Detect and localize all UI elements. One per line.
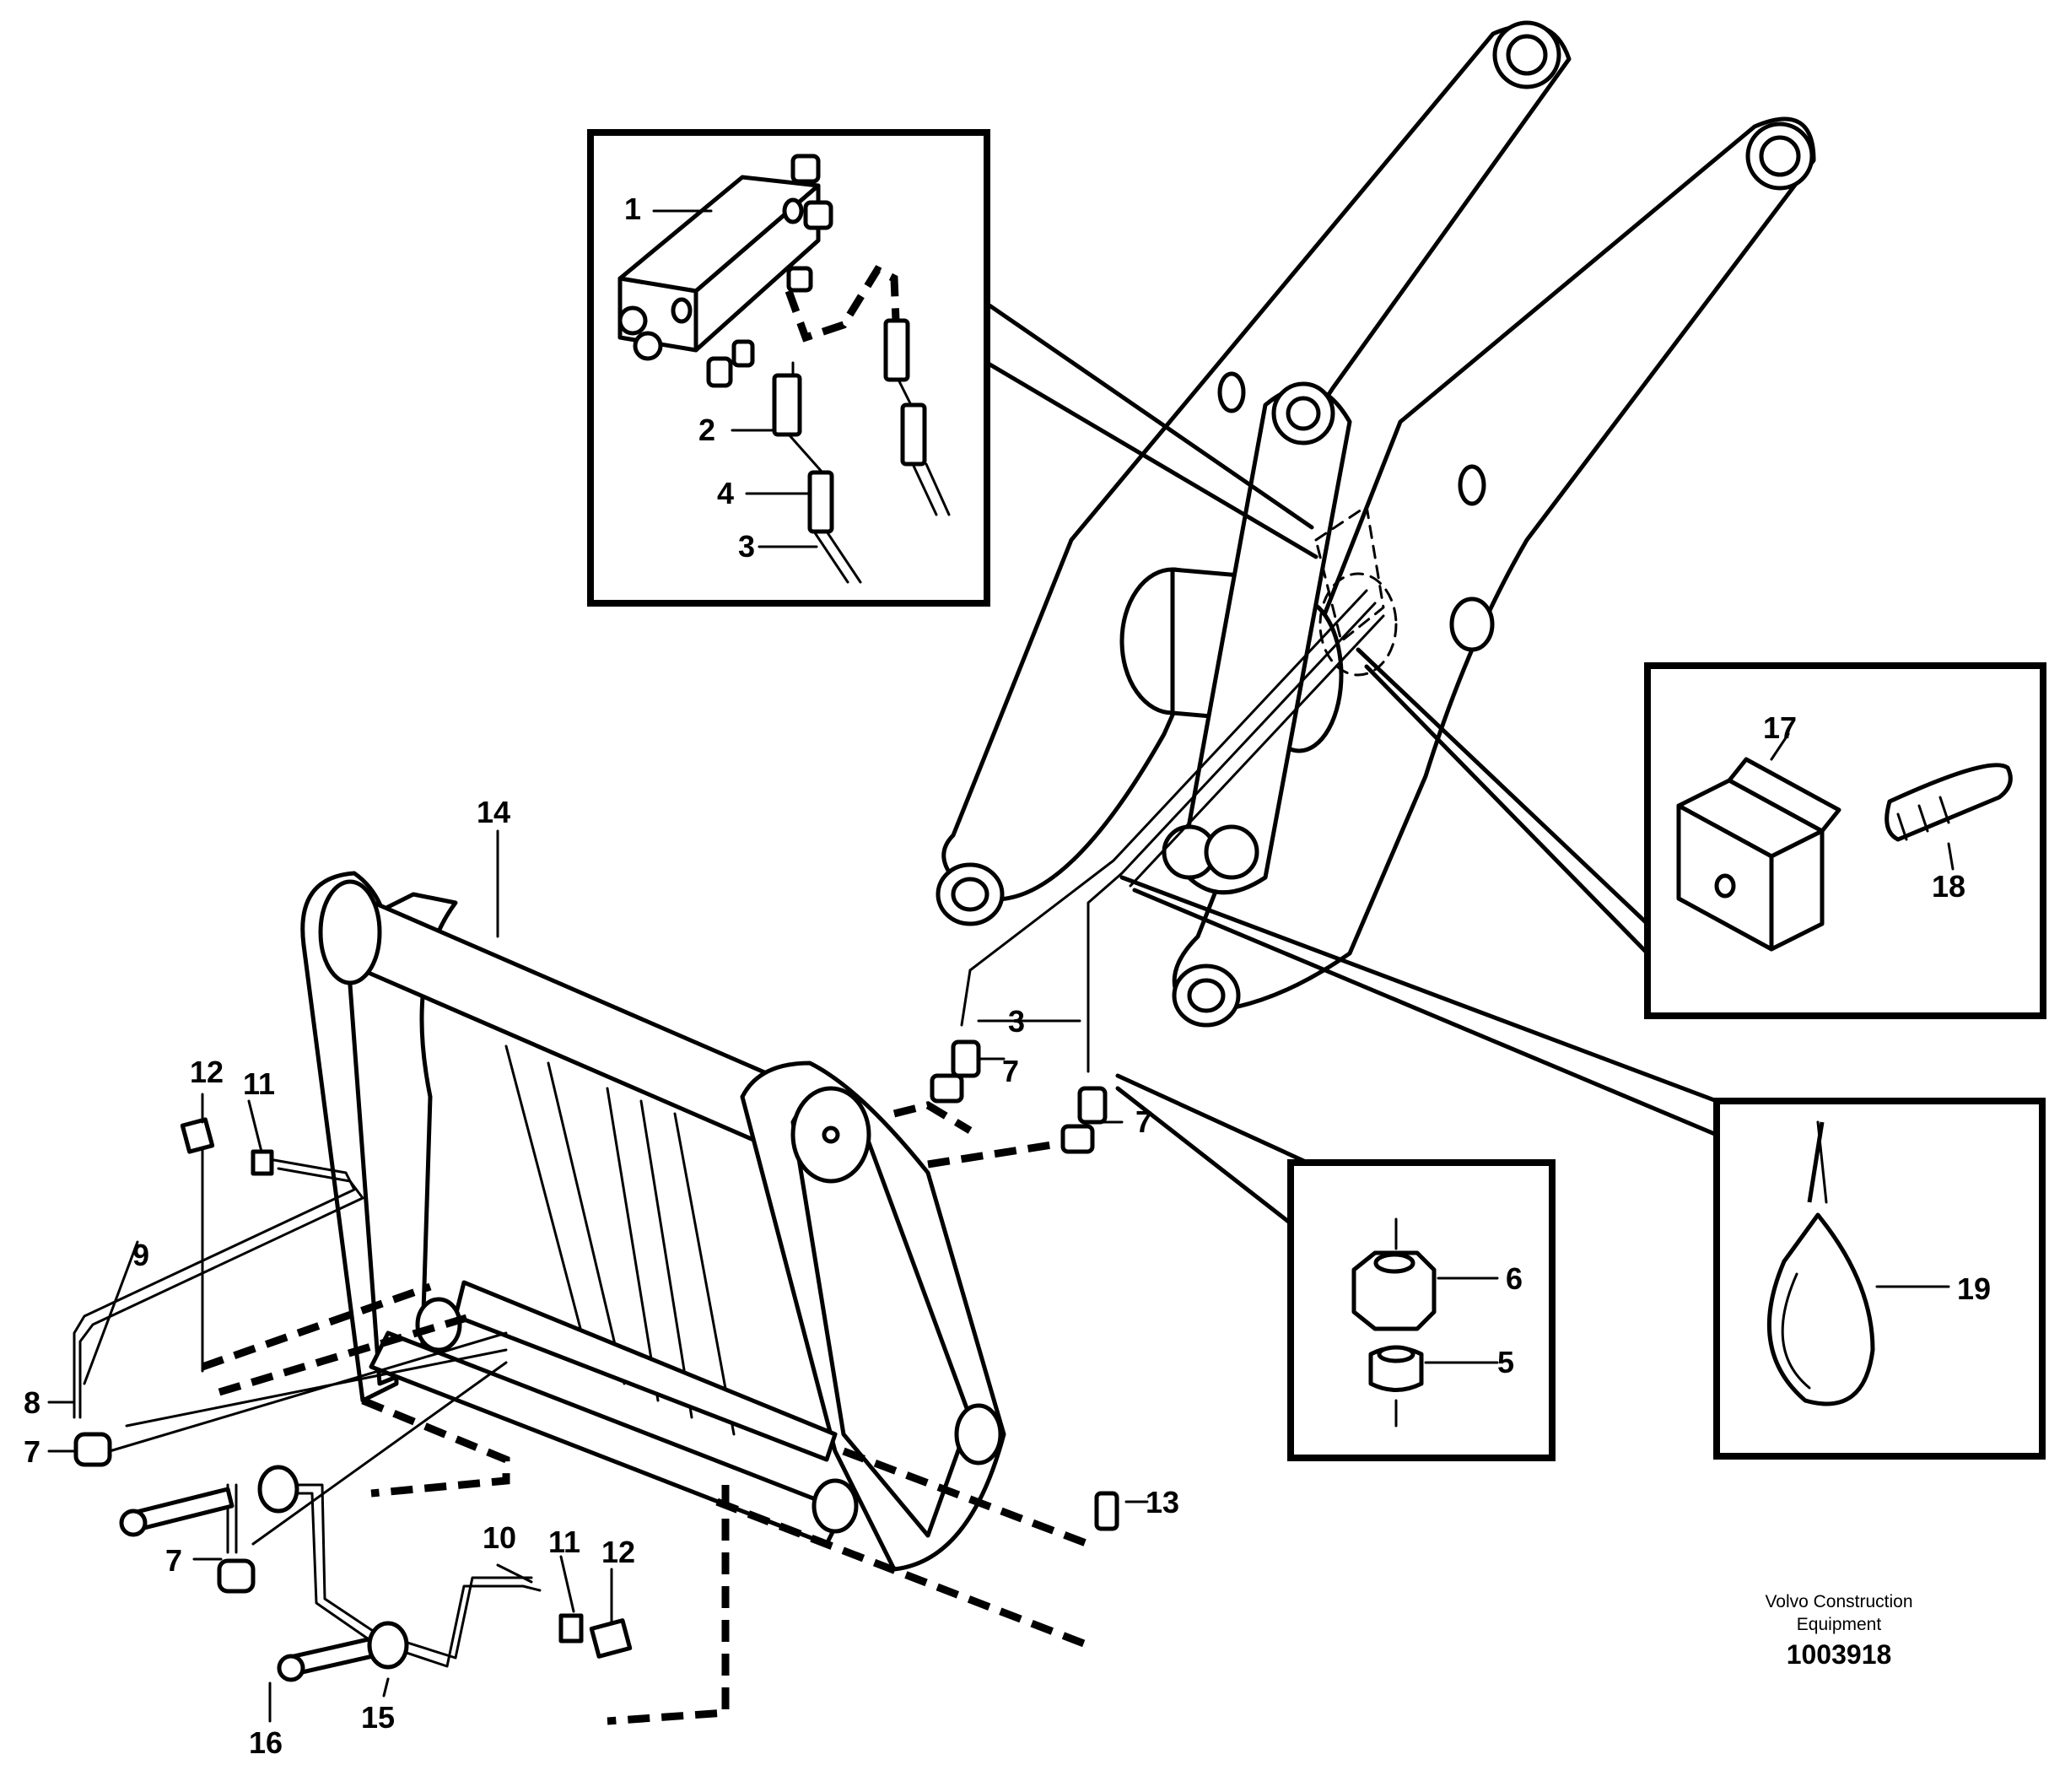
callout-8: 8: [24, 1385, 40, 1420]
callout-labels: 1 2 4 3 17 18 14 3 7 7 6 5 19 12 11 9 8 …: [24, 192, 1991, 1760]
callout-10: 10: [483, 1520, 516, 1555]
credit-line-1: Volvo Construction: [1765, 1592, 1912, 1611]
inset-cable-tie: [1713, 1098, 2046, 1460]
callout-5: 5: [1497, 1345, 1514, 1379]
callout-11-b: 11: [548, 1525, 580, 1559]
callout-3-top: 3: [738, 529, 755, 564]
document-number: 1003918: [1787, 1639, 1892, 1670]
callout-7-b: 7: [1135, 1104, 1152, 1139]
manufacturer-credit: Volvo Construction Equipment 1003918: [1765, 1592, 1912, 1670]
callout-16: 16: [249, 1725, 283, 1760]
callout-12-b: 12: [601, 1535, 635, 1569]
left-hydraulic-lines: [73, 1146, 542, 1668]
callout-13: 13: [1146, 1485, 1179, 1519]
callout-7-a: 7: [1002, 1054, 1019, 1088]
inset-clamp-connector: [1356, 647, 1650, 956]
quick-coupler-frame: [300, 871, 1006, 1572]
callout-11-a: 11: [243, 1066, 275, 1101]
callout-4: 4: [717, 476, 734, 510]
inset-nut-washer: [1287, 1159, 1556, 1461]
inset-distributor: [587, 129, 990, 607]
callout-12-a: 12: [190, 1055, 224, 1089]
callout-14: 14: [477, 795, 510, 829]
credit-line-2: Equipment: [1797, 1615, 1882, 1634]
inset-distributor-connector: [984, 301, 1318, 559]
callout-17: 17: [1763, 710, 1797, 745]
callout-18: 18: [1932, 869, 1965, 904]
callout-leaders: [47, 829, 1149, 1723]
loader-arm-assembly: [936, 20, 1816, 1073]
callout-2: 2: [698, 413, 715, 447]
arm-elbow-fittings: [930, 1039, 1108, 1154]
dashed-routing-lines: [201, 1101, 1090, 1725]
inset-clamp: [1644, 662, 2046, 1019]
callout-6: 6: [1506, 1261, 1523, 1296]
callout-7-c: 7: [24, 1434, 40, 1469]
left-fittings: [73, 1117, 1119, 1682]
inset-nut-washer-connector: [1115, 1073, 1310, 1226]
callout-3-mid: 3: [1008, 1004, 1025, 1039]
callout-15: 15: [361, 1700, 395, 1735]
callout-19: 19: [1957, 1271, 1991, 1306]
callout-7-d: 7: [165, 1543, 182, 1578]
callout-1: 1: [624, 192, 641, 226]
inset-cable-tie-connector: [1119, 875, 1719, 1137]
callout-9: 9: [132, 1238, 149, 1272]
